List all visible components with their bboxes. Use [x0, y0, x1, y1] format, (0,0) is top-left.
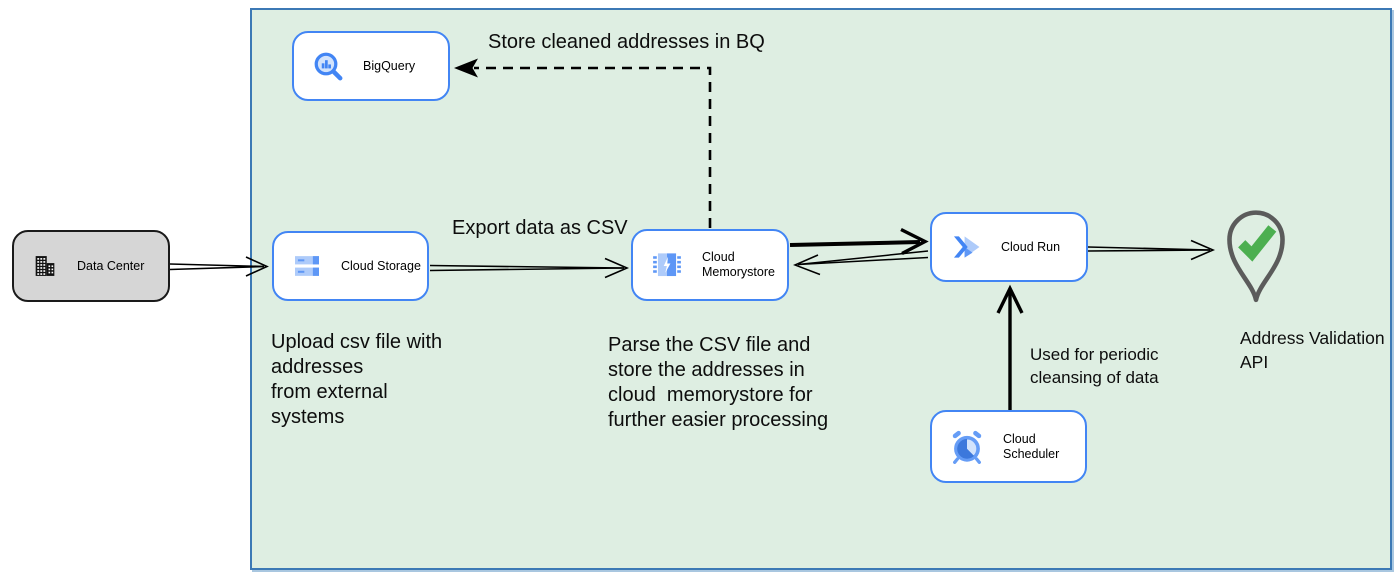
node-cloud-storage: Cloud Storage [272, 231, 429, 301]
cloud-scheduler-icon [949, 429, 985, 465]
label-export-data-csv: Export data as CSV [452, 217, 628, 239]
cloud-run-icon [949, 230, 983, 264]
node-label: Cloud Storage [341, 258, 421, 273]
cloud-storage-icon [291, 250, 323, 282]
node-label: Cloud Memorystore [702, 250, 775, 279]
label-store-cleaned-addresses: Store cleaned addresses in BQ [488, 31, 765, 53]
node-cloud-memorystore: Cloud Memorystore [631, 229, 789, 301]
node-label: Data Center [77, 258, 145, 273]
bigquery-icon [311, 49, 345, 83]
address-validation-label: Address Validation API [1240, 328, 1385, 372]
node-cloud-run: Cloud Run [930, 212, 1088, 282]
memorystore-icon [650, 248, 684, 282]
map-pin-check-icon [1227, 210, 1285, 303]
node-bigquery: BigQuery [292, 31, 450, 101]
node-cloud-scheduler: Cloud Scheduler [930, 410, 1087, 483]
note-periodic-cleansing: Used for periodic cleansing of data [1030, 345, 1159, 387]
note-upload-csv: Upload csv file with addresses from exte… [271, 331, 443, 428]
system-boundary [250, 8, 1392, 570]
note-parse-csv: Parse the CSV file and store the address… [608, 334, 829, 431]
node-data-center: Data Center [12, 230, 170, 302]
node-label: Cloud Run [1001, 239, 1061, 254]
address-validation-pin [1220, 206, 1292, 313]
node-label: BigQuery [363, 58, 416, 73]
node-label: Cloud Scheduler [1003, 431, 1060, 461]
building-icon [31, 252, 59, 280]
